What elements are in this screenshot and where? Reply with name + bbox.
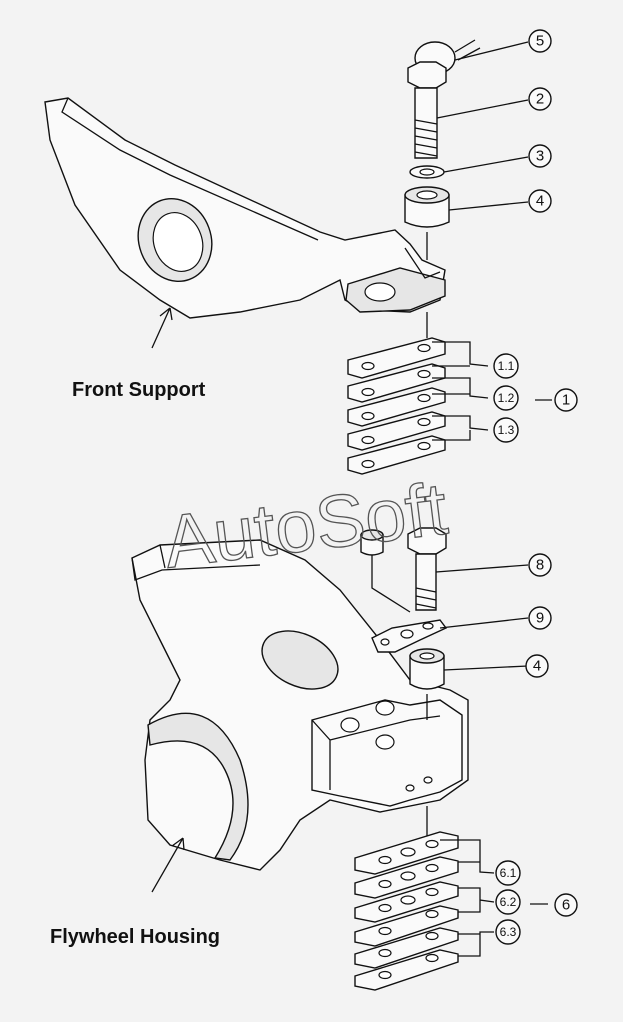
callout-4-lower: 4 — [525, 654, 549, 678]
svg-text:5: 5 — [536, 33, 544, 50]
callout-1: 1 — [554, 388, 578, 412]
svg-text:4: 4 — [536, 193, 544, 210]
callout-6-2: 6.2 — [495, 889, 521, 915]
callout-9: 9 — [528, 606, 552, 630]
svg-text:2: 2 — [536, 91, 544, 108]
locking-plate-part — [371, 619, 448, 653]
callout-8: 8 — [528, 553, 552, 577]
upper-shim-stack — [347, 337, 446, 475]
callout-1-2: 1.2 — [493, 385, 519, 411]
lower-shim-stack — [354, 831, 459, 991]
callout-5: 5 — [528, 29, 552, 53]
lower-bolt-part — [407, 527, 447, 611]
svg-text:6.2: 6.2 — [500, 895, 517, 909]
svg-text:4: 4 — [533, 658, 541, 675]
flywheel-housing-arrow — [151, 837, 185, 893]
front-support-arrow — [151, 307, 173, 349]
svg-text:9: 9 — [536, 610, 544, 627]
svg-text:1.2: 1.2 — [498, 391, 515, 405]
svg-text:1.1: 1.1 — [498, 359, 515, 373]
svg-text:6.3: 6.3 — [500, 925, 517, 939]
watermark: AutoSoft — [160, 467, 452, 584]
callout-1-3: 1.3 — [493, 417, 519, 443]
svg-text:8: 8 — [536, 557, 544, 574]
callout-1-1: 1.1 — [493, 353, 519, 379]
callout-6-3: 6.3 — [495, 919, 521, 945]
leader-lines — [432, 41, 552, 957]
upper-bushing-part — [404, 186, 450, 228]
svg-text:1: 1 — [562, 392, 570, 409]
svg-text:3: 3 — [536, 148, 544, 165]
lower-bushing-part — [409, 648, 445, 690]
callout-3: 3 — [528, 144, 552, 168]
callout-6: 6 — [554, 893, 578, 917]
front-support-part — [44, 97, 446, 319]
callout-6-1: 6.1 — [495, 860, 521, 886]
svg-text:6: 6 — [562, 897, 570, 914]
svg-text:6.1: 6.1 — [500, 866, 517, 880]
upper-bolt-part — [407, 61, 447, 159]
dowel-part — [360, 529, 384, 556]
callout-4-upper: 4 — [528, 189, 552, 213]
flywheel-housing-part — [131, 539, 469, 871]
callout-2: 2 — [528, 87, 552, 111]
front-support-label: Front Support — [72, 379, 206, 401]
svg-text:1.3: 1.3 — [498, 423, 515, 437]
flywheel-housing-label: Flywheel Housing — [50, 926, 220, 948]
